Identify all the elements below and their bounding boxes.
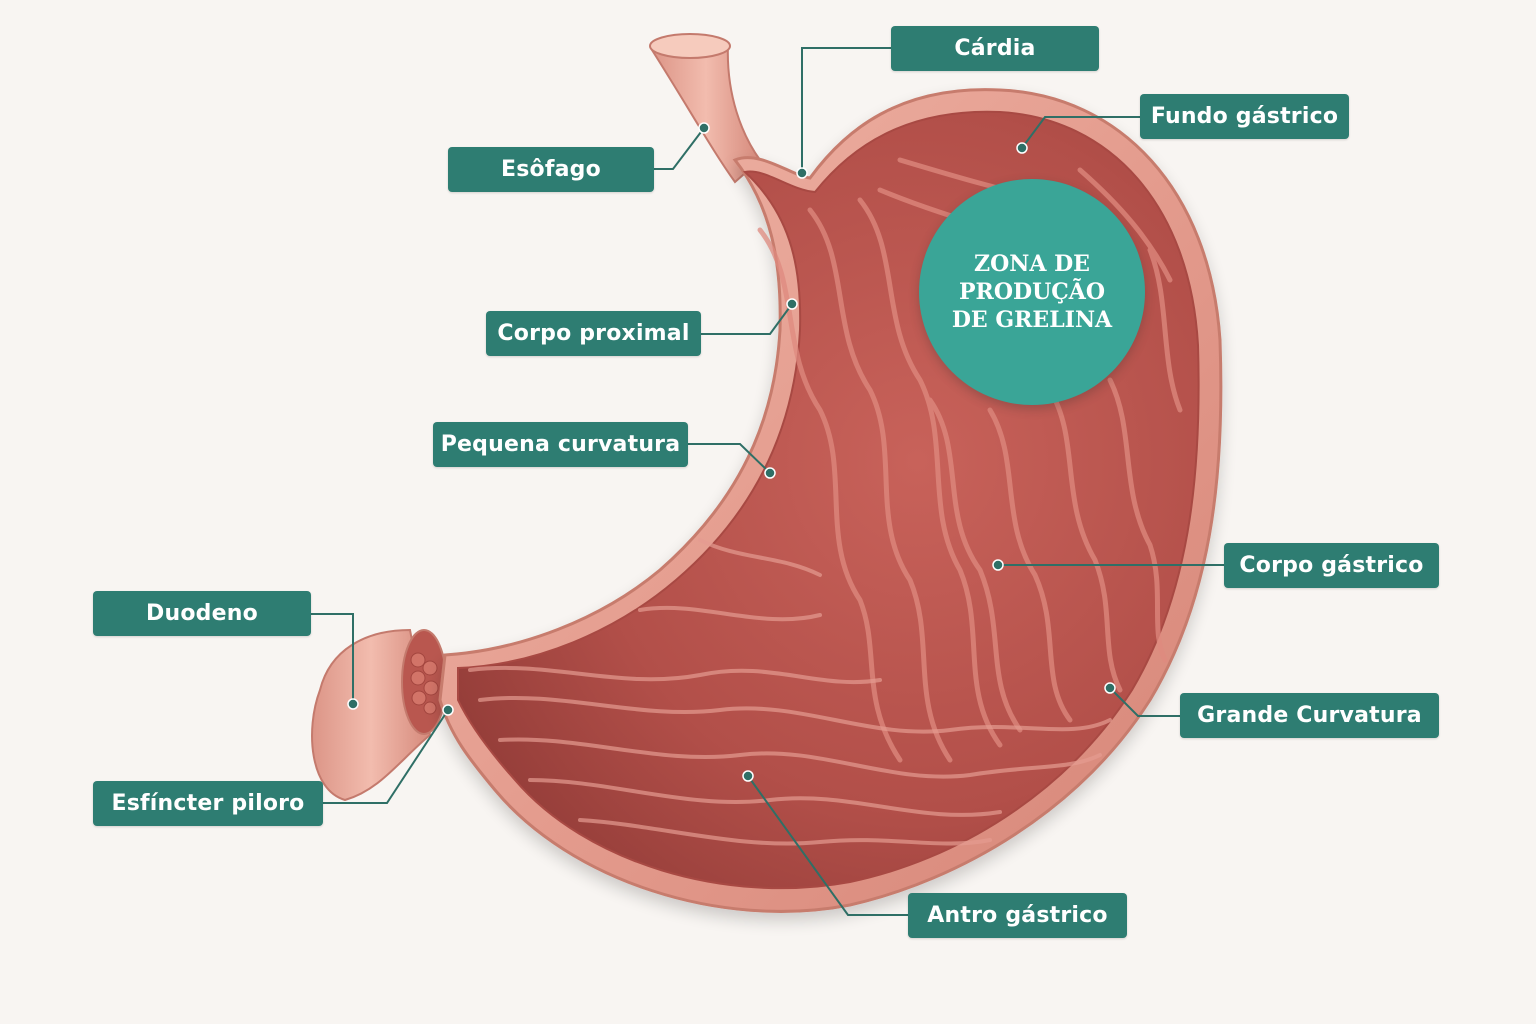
label-duodeno: Duodeno bbox=[93, 591, 311, 636]
ghrelin-zone-text: ZONA DE PRODUÇÃO DE GRELINA bbox=[951, 251, 1113, 333]
label-esfincter-piloro: Esfíncter piloro bbox=[93, 781, 323, 826]
label-grande-curvatura: Grande Curvatura bbox=[1180, 693, 1439, 738]
label-fundo-gastrico: Fundo gástrico bbox=[1140, 94, 1349, 139]
label-cardia: Cárdia bbox=[891, 26, 1099, 71]
rugae-folds bbox=[468, 157, 1183, 846]
duodenum-shape bbox=[311, 628, 447, 802]
leader-dots bbox=[347, 122, 1116, 782]
label-esofago: Esôfago bbox=[448, 147, 654, 192]
label-antro-gastrico: Antro gástrico bbox=[908, 893, 1127, 938]
esophagus-shape bbox=[649, 33, 762, 184]
label-pequena-curvatura: Pequena curvatura bbox=[433, 422, 688, 467]
leader-lines bbox=[311, 47, 1224, 916]
label-corpo-gastrico: Corpo gástrico bbox=[1224, 543, 1439, 588]
label-corpo-proximal: Corpo proximal bbox=[486, 311, 701, 356]
ghrelin-zone-circle: ZONA DE PRODUÇÃO DE GRELINA bbox=[919, 179, 1145, 405]
